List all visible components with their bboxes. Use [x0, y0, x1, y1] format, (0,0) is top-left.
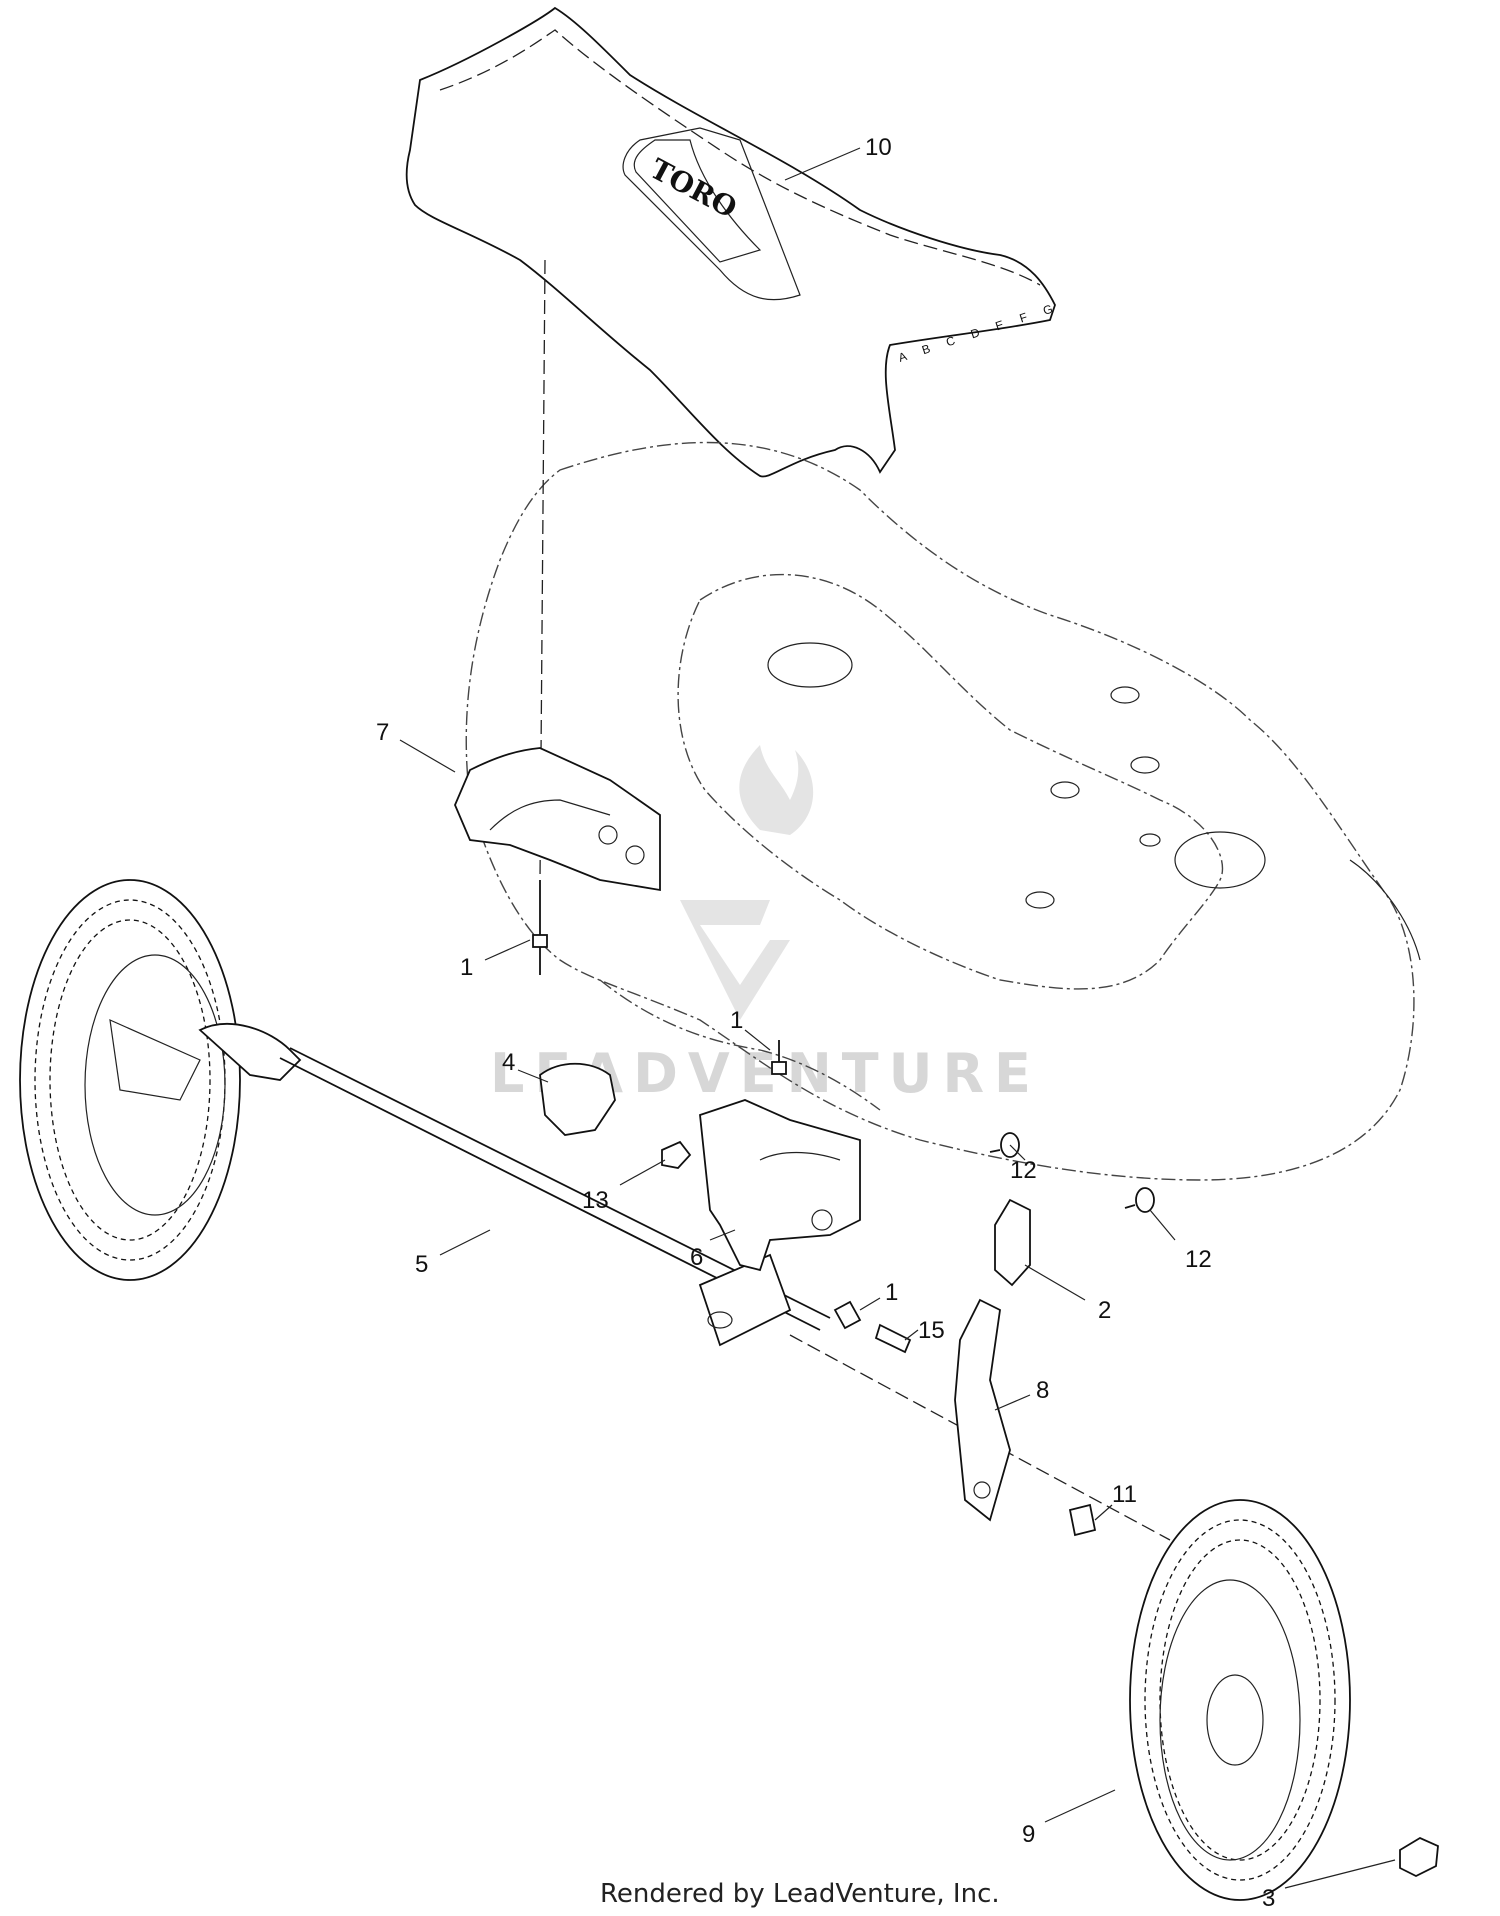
leader-12b	[1149, 1209, 1176, 1241]
nut-3	[1399, 1836, 1439, 1878]
callout-6: 6	[690, 1244, 703, 1271]
bolt-1-a	[532, 934, 548, 975]
bolt-12-b	[1124, 1187, 1155, 1213]
leader-1a	[484, 939, 531, 961]
callout-13: 13	[582, 1187, 609, 1214]
leader-3	[1284, 1859, 1396, 1889]
callout-12a: 12	[1010, 1157, 1037, 1184]
footer-credit: Rendered by LeadVenture, Inc.	[600, 1879, 1000, 1909]
bolt-11	[1068, 1503, 1097, 1537]
leader-9	[1044, 1789, 1116, 1823]
spring-clip	[539, 1062, 616, 1136]
brand-logo: TORO	[645, 152, 743, 225]
height-marks: A B C D E F G	[897, 300, 1061, 365]
left-wheel	[19, 879, 241, 1281]
callout-2: 2	[1098, 1297, 1111, 1324]
leader-1c	[859, 1297, 881, 1311]
lever-grip	[994, 1198, 1031, 1287]
height-adjust-bracket-left	[454, 747, 661, 940]
leader-13	[619, 1159, 666, 1186]
callout-5: 5	[415, 1251, 428, 1278]
assembly-axis	[539, 259, 546, 881]
handle-console: TORO A B C D E F G	[405, 6, 1061, 478]
callout-10: 10	[865, 134, 892, 161]
leader-1b	[744, 1029, 771, 1051]
callout-9: 9	[1022, 1821, 1035, 1848]
height-lever	[954, 1298, 1011, 1522]
callout-15: 15	[918, 1317, 945, 1344]
leader-10	[784, 147, 861, 181]
callout-11: 11	[1112, 1481, 1137, 1508]
callout-12b: 12	[1185, 1246, 1212, 1273]
height-adjuster	[699, 1099, 861, 1272]
callout-4: 4	[502, 1049, 515, 1076]
leader-5	[439, 1229, 491, 1256]
leader-7	[399, 739, 456, 773]
callout-1c: 1	[885, 1279, 898, 1306]
nut-13	[661, 1140, 692, 1169]
leader-11	[1094, 1504, 1113, 1521]
leader-6	[709, 1229, 736, 1241]
callout-1a: 1	[460, 954, 473, 981]
callout-3: 3	[1262, 1885, 1275, 1912]
bolt-12-a	[989, 1132, 1020, 1158]
leader-12a	[1009, 1144, 1026, 1161]
leader-2	[1024, 1264, 1086, 1301]
screw-15	[874, 1323, 912, 1354]
right-wheel	[1129, 1499, 1351, 1901]
callouts: 10 7 1 1 4 13 12 12 5 6 1 15 2 8 11 9 3	[376, 134, 1396, 1912]
callout-7: 7	[376, 719, 389, 746]
callout-8: 8	[1036, 1377, 1049, 1404]
bolt-1-c	[833, 1300, 862, 1330]
leader-4	[517, 1069, 549, 1083]
leader-15	[904, 1329, 919, 1341]
leader-8	[994, 1394, 1031, 1411]
callout-1b: 1	[730, 1007, 743, 1034]
rear-axle	[198, 1023, 1171, 1541]
bolt-1-b	[771, 1040, 787, 1075]
